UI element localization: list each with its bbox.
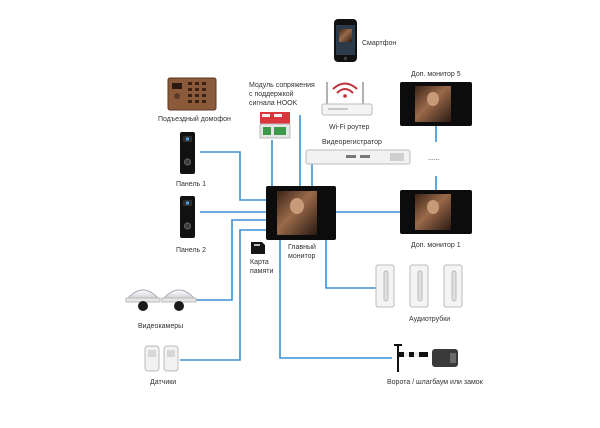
video-recorder-label: Видеорегистратор bbox=[322, 139, 382, 146]
extra-monitor-5-label: Доп. монитор 5 bbox=[411, 71, 461, 78]
wire-main-to-gate bbox=[279, 240, 392, 359]
smartphone-icon bbox=[334, 19, 357, 62]
interface-module-label-1: Модуль сопряжения bbox=[249, 82, 315, 89]
sensors-label: Датчики bbox=[150, 379, 176, 386]
panel-2-icon bbox=[180, 196, 195, 238]
wifi-router-label: Wi-Fi роутер bbox=[329, 124, 369, 131]
gate-barrier-icon bbox=[394, 344, 458, 372]
entrance-intercom-label: Подъездный домофон bbox=[158, 115, 231, 123]
main-monitor-label-2: монитор bbox=[288, 253, 316, 260]
motion-sensors-icon bbox=[144, 345, 179, 372]
panel-2-label: Панель 2 bbox=[176, 247, 206, 254]
panel-1-icon bbox=[180, 132, 195, 174]
wires bbox=[180, 115, 437, 361]
memory-card-label-1: Карта bbox=[250, 259, 269, 266]
wire-sensors-to-main bbox=[180, 229, 266, 361]
interface-module-label-2: с поддержкой bbox=[249, 90, 294, 98]
monitor-ellipsis: ...... bbox=[428, 155, 440, 162]
audio-handsets-icon bbox=[375, 264, 463, 308]
wire-panel1-to-main bbox=[200, 151, 266, 201]
extra-monitor-5-icon bbox=[400, 82, 472, 126]
wifi-router-icon bbox=[321, 82, 373, 116]
wire-main-to-handsets bbox=[325, 240, 376, 289]
wire-cameras-to-main bbox=[196, 219, 266, 301]
memory-card-icon bbox=[251, 242, 265, 254]
dome-cameras-icon bbox=[125, 289, 197, 311]
cameras-label: Видеокамеры bbox=[138, 323, 183, 330]
main-monitor-icon bbox=[266, 186, 336, 240]
smartphone-label: Смартфон bbox=[362, 40, 396, 47]
panel-1-label: Панель 1 bbox=[176, 181, 206, 188]
extra-monitor-1-icon bbox=[400, 190, 472, 234]
entrance-intercom-icon bbox=[167, 77, 217, 111]
handsets-label: Аудиотрубки bbox=[409, 315, 450, 323]
gate-label: Ворота / шлагбаум или замок bbox=[387, 378, 484, 386]
memory-card-label-2: памяти bbox=[250, 268, 273, 275]
video-recorder-icon bbox=[305, 149, 411, 165]
extra-monitor-1-label: Доп. монитор 1 bbox=[411, 242, 461, 249]
main-monitor-label-1: Главный bbox=[288, 243, 316, 251]
interface-module-icon bbox=[259, 112, 291, 139]
interface-module-label-3: сигнала HOOK bbox=[249, 100, 298, 107]
